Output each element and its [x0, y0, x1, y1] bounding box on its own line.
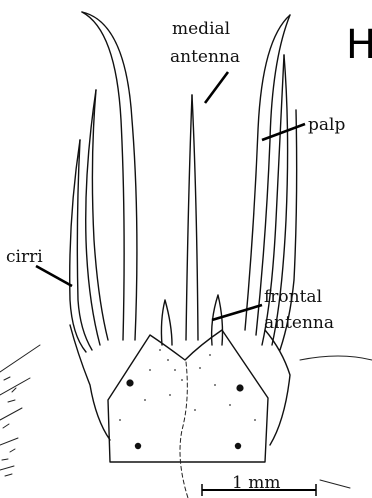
panel-letter: H — [346, 22, 372, 68]
lateral-lobes — [70, 325, 290, 445]
left-cirri — [70, 12, 137, 352]
medial-antenna — [186, 95, 198, 340]
label-medial-antenna-line2: antenna — [170, 47, 240, 67]
label-palp: palp — [308, 115, 345, 135]
leader-cirri — [36, 266, 72, 286]
label-medial-antenna-line1: medial — [172, 19, 230, 39]
leader-frontal-antenna — [212, 305, 262, 320]
label-cirri: cirri — [6, 247, 43, 267]
label-frontal-antenna-line2: antenna — [264, 313, 334, 333]
scale-bar: 1 mm — [202, 473, 316, 496]
label-frontal-antenna-line1: frontal — [264, 287, 322, 307]
scale-bar-label: 1 mm — [232, 473, 280, 493]
leader-medial-antenna — [205, 72, 228, 103]
background-specimen — [0, 345, 372, 488]
leader-palp — [262, 124, 305, 140]
